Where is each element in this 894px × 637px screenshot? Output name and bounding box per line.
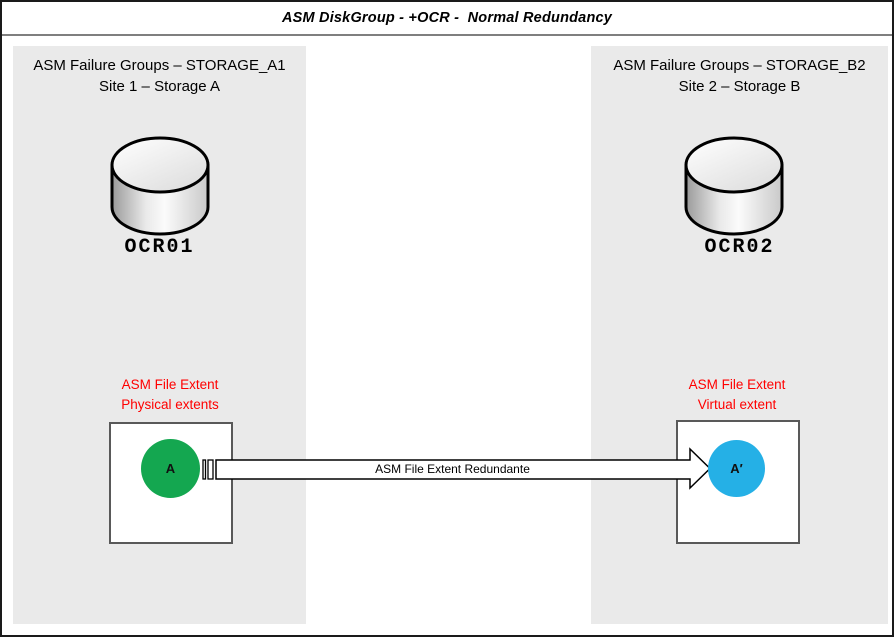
failure-group-panel-site1: ASM Failure Groups – STORAGE_A1 Site 1 –…	[13, 46, 306, 624]
page-title: ASM DiskGroup - +OCR - Normal Redundancy	[281, 10, 613, 26]
extent-label-line2: Physical extents	[121, 397, 219, 412]
failure-group-panel-site2: ASM Failure Groups – STORAGE_B2 Site 2 –…	[591, 46, 888, 624]
panel-header-site1: ASM Failure Groups – STORAGE_A1 Site 1 –…	[13, 55, 306, 97]
extent-label-line1: ASM File Extent	[688, 377, 786, 392]
extent-label-virtual: ASM File Extent Virtual extent	[627, 375, 847, 415]
diagram-title-bar: ASM DiskGroup - +OCR - Normal Redundancy	[2, 2, 892, 36]
extent-circle-letter: A′	[730, 461, 743, 476]
extent-label-physical: ASM File Extent Physical extents	[60, 375, 280, 415]
panel-header-site2: ASM Failure Groups – STORAGE_B2 Site 2 –…	[591, 55, 888, 97]
disk-label-ocr01: OCR01	[124, 236, 195, 259]
redundancy-arrow-icon	[202, 447, 712, 490]
panel-header-line1: ASM Failure Groups – STORAGE_A1	[33, 57, 286, 74]
extent-circle-letter: A	[165, 461, 176, 476]
panel-header-line1: ASM Failure Groups – STORAGE_B2	[613, 57, 866, 74]
extent-circle-a: A	[141, 439, 200, 498]
database-cylinder-icon	[110, 136, 210, 236]
database-cylinder-icon	[684, 136, 784, 236]
extent-circle-a-prime: A′	[708, 440, 765, 497]
redundancy-arrow-label: ASM File Extent Redundante	[375, 462, 530, 476]
disk-label-ocr02: OCR02	[704, 236, 775, 259]
panel-header-line2: Site 1 – Storage A	[99, 78, 220, 95]
panel-header-line2: Site 2 – Storage B	[678, 78, 801, 95]
extent-label-line2: Virtual extent	[697, 397, 777, 412]
extent-label-line1: ASM File Extent	[121, 377, 219, 392]
